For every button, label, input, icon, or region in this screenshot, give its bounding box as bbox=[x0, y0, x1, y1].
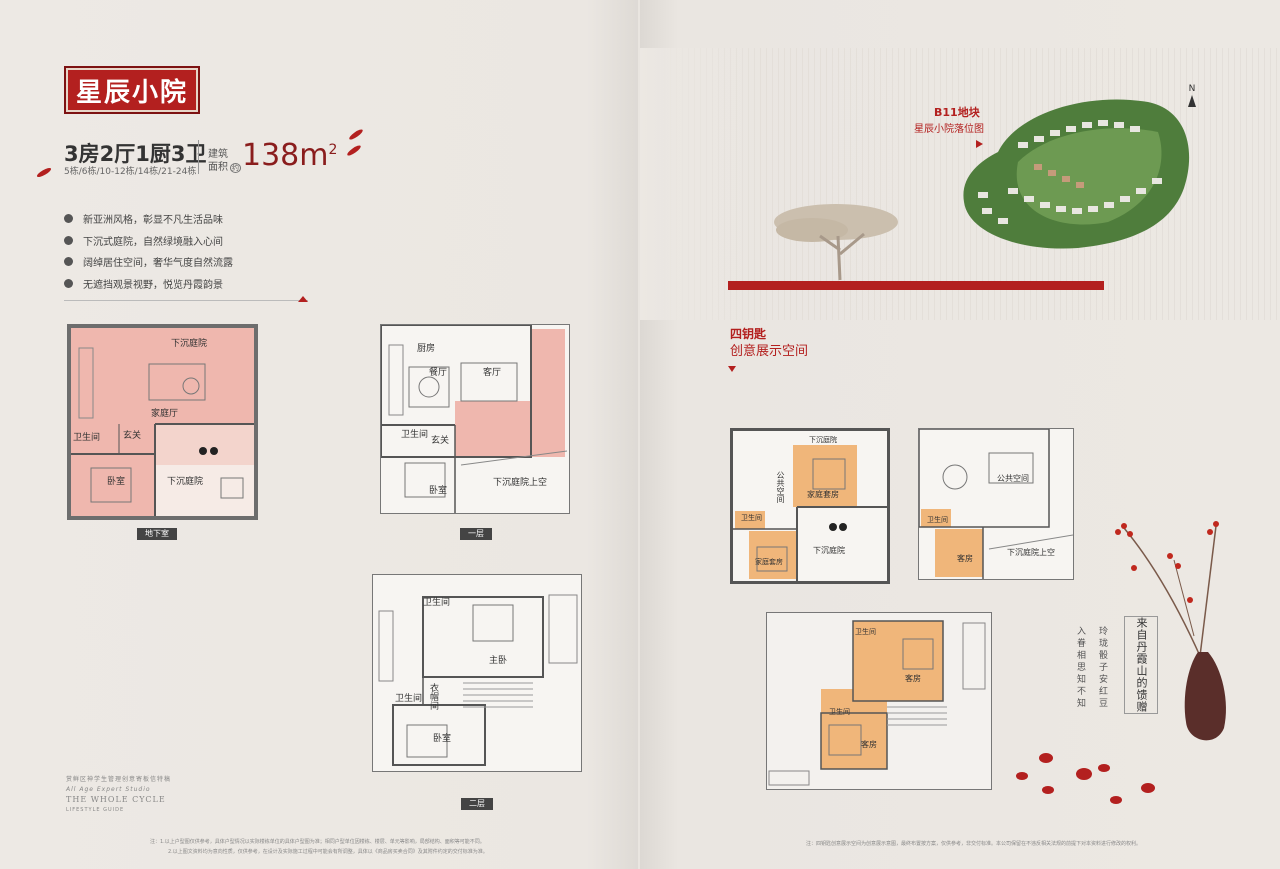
room-bathroom-left: 卫生间 bbox=[829, 708, 850, 716]
seal-title: 星辰小院 bbox=[64, 66, 200, 114]
key-second-floor-plan: 卫生间 客房 卫生间 客房 bbox=[766, 612, 992, 790]
second-plan-drawing bbox=[378, 594, 578, 766]
room-sunken-courtyard: 下沉庭院 bbox=[167, 477, 204, 487]
room-courtyard-above: 下沉庭院上空 bbox=[493, 478, 548, 488]
room-bathroom: 卫生间 bbox=[927, 516, 948, 524]
key-second-drawing bbox=[768, 620, 986, 786]
north-indicator: N bbox=[1188, 84, 1196, 107]
north-arrow-icon bbox=[1188, 95, 1196, 107]
room-bathroom: 卫生间 bbox=[741, 514, 762, 522]
second-floor-plan: 卫生间 主卧 卫生间 衣帽间 卧室 bbox=[372, 574, 582, 772]
title-divider bbox=[198, 140, 199, 174]
room-sunken-courtyard-top: 下沉庭院 bbox=[171, 339, 208, 349]
building-numbers: 5栋/6栋/10-12栋/14栋/21-24栋 bbox=[64, 167, 197, 177]
room-sunken-courtyard-top: 下沉庭院 bbox=[809, 436, 837, 444]
feature-item: 下沉式庭院，自然绿境融入心间 bbox=[64, 230, 233, 252]
plot-title: B11地块 bbox=[934, 106, 980, 119]
poem-block: 入眷相思知不知 玲珑骰子安红豆 来自丹霞山的馈赠 bbox=[1070, 616, 1160, 716]
key-first-floor-plan: 公共空间 卫生间 客房 下沉庭院上空 bbox=[918, 428, 1074, 580]
room-public-space: 公共空间 bbox=[776, 471, 785, 503]
room-bathroom-top: 卫生间 bbox=[423, 598, 451, 608]
room-foyer: 玄关 bbox=[123, 431, 142, 441]
stripe-fade bbox=[640, 48, 760, 320]
basement-floor-plan: 下沉庭院 家庭厅 卫生间 玄关 卧室 下沉庭院 bbox=[67, 324, 258, 520]
room-guest-room-main: 客房 bbox=[905, 674, 921, 683]
poem-line-2: 玲珑骰子安红豆 bbox=[1097, 626, 1107, 710]
feature-item: 无遮挡观景视野，悦览丹霞韵景 bbox=[64, 273, 233, 295]
left-footnote-line1: 注：1.以上户型图仅供参考，具体户型情况以实际楼栋单位的具体户型图为准；相同户型… bbox=[150, 839, 485, 845]
red-beans-illustration bbox=[1016, 753, 1155, 804]
right-footnote: 注：四钥匙创意展示空间为创意展示意图，最终布置按方案，仅供参考，非交付标准。本公… bbox=[806, 841, 1142, 847]
second-floor-label: 二层 bbox=[461, 798, 493, 810]
room-bathroom-top: 卫生间 bbox=[855, 628, 876, 636]
room-bathroom: 卫生间 bbox=[73, 433, 101, 443]
layout-title: 3房2厅1厨3卫 bbox=[64, 142, 207, 166]
room-bedroom: 卧室 bbox=[429, 486, 448, 496]
basement-plan-drawing bbox=[71, 347, 254, 516]
key-basement-plan: 下沉庭院 公共空间 家庭套房 卫生间 家庭套房 下沉庭院 bbox=[730, 428, 890, 584]
room-bedroom: 卧室 bbox=[433, 734, 452, 744]
room-kitchen: 厨房 bbox=[417, 344, 436, 354]
plot-subtitle: 星辰小院落位图 bbox=[914, 124, 984, 135]
brand-block: 赏鲜区神学生管理创意寄板信特稿 All Age Expert Studio TH… bbox=[66, 776, 172, 813]
key-title: 四钥匙 bbox=[730, 327, 767, 341]
room-bathroom-left: 卫生间 bbox=[395, 694, 423, 704]
poem-title: 来自丹霞山的馈赠 bbox=[1124, 616, 1158, 714]
room-bedroom: 卧室 bbox=[107, 477, 126, 487]
section-divider bbox=[64, 300, 308, 301]
first-floor-plan: 厨房 餐厅 客厅 卫生间 玄关 卧室 下沉庭院上空 bbox=[380, 324, 570, 514]
room-sunken-courtyard: 下沉庭院 bbox=[813, 546, 845, 555]
room-guest-room: 客房 bbox=[861, 740, 877, 749]
area-label: 建筑 面积约 bbox=[208, 149, 241, 173]
leaf-icon bbox=[64, 235, 73, 245]
area-value: 138m2 bbox=[242, 138, 338, 173]
room-bathroom: 卫生间 bbox=[401, 430, 429, 440]
first-plan-drawing bbox=[381, 325, 568, 513]
room-public-space: 公共空间 bbox=[997, 474, 1029, 483]
feature-item: 新亚洲风格，彰显不凡生活品味 bbox=[64, 208, 233, 230]
basement-label: 地下室 bbox=[137, 528, 177, 540]
site-map bbox=[963, 99, 1190, 249]
room-family-hall: 家庭厅 bbox=[151, 409, 179, 419]
first-floor-label: 一层 bbox=[460, 528, 492, 540]
left-footnote-line2: 2.以上图文资料均为意向性质，仅供参考，在设计及实际施工过程中可能会有所调整，具… bbox=[168, 849, 488, 855]
room-living: 客厅 bbox=[483, 368, 502, 378]
room-family-suite-small: 家庭套房 bbox=[755, 558, 783, 566]
tree-illustration bbox=[774, 204, 898, 281]
leaf-icon bbox=[64, 278, 73, 288]
poem-line-1: 入眷相思知不知 bbox=[1075, 626, 1085, 710]
feature-item: 阔绰居住空间，奢华气度自然流露 bbox=[64, 251, 233, 273]
key-subtitle: 创意展示空间 bbox=[730, 344, 809, 359]
room-foyer: 玄关 bbox=[431, 436, 450, 446]
key-basement-drawing bbox=[733, 445, 887, 581]
leaf-icon bbox=[64, 214, 73, 224]
triangle-mark-icon bbox=[728, 366, 736, 372]
key-first-drawing bbox=[919, 429, 1073, 579]
room-dining: 餐厅 bbox=[429, 368, 448, 378]
room-closet: 衣帽间 bbox=[428, 683, 438, 710]
leaf-icon bbox=[64, 257, 73, 267]
room-courtyard-above: 下沉庭院上空 bbox=[1007, 548, 1055, 557]
mountain-mark-icon bbox=[298, 296, 308, 302]
pointer-arrow-icon bbox=[976, 140, 983, 148]
vase-illustration bbox=[1115, 521, 1227, 741]
room-guest-room: 客房 bbox=[957, 554, 973, 563]
red-bar bbox=[728, 281, 1104, 290]
feature-list: 新亚洲风格，彰显不凡生活品味 下沉式庭院，自然绿境融入心间 阔绰居住空间，奢华气… bbox=[64, 208, 233, 294]
room-master-bedroom: 主卧 bbox=[489, 656, 508, 666]
room-family-suite: 家庭套房 bbox=[807, 490, 839, 499]
